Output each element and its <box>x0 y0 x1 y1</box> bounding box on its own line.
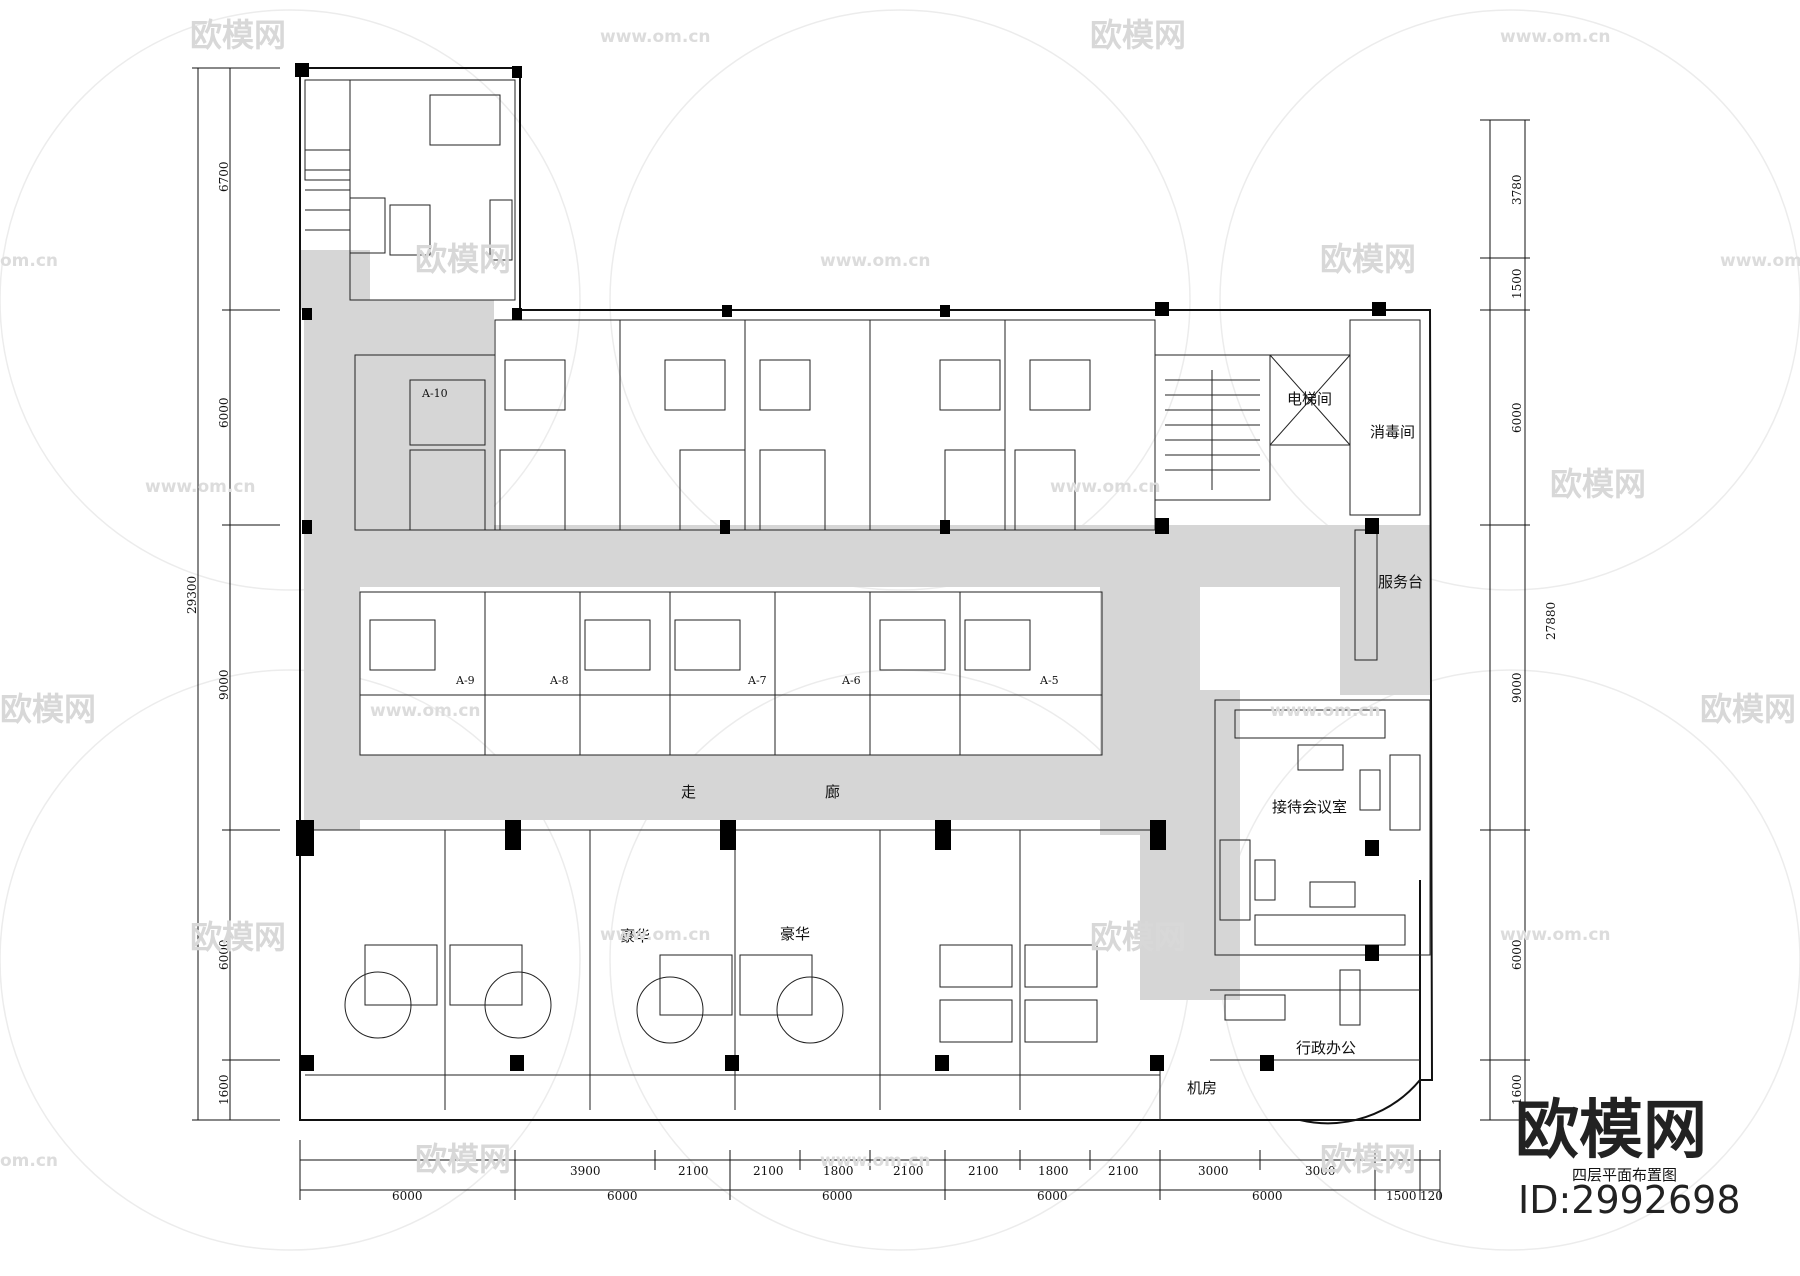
label-corridor-1: 走 <box>681 783 696 801</box>
label-admin-office: 行政办公 <box>1296 1039 1356 1057</box>
watermark-url: www.om.cn <box>370 701 481 721</box>
dim-bottom-outer: 6000 <box>822 1189 853 1203</box>
room-code: A-5 <box>1039 674 1059 687</box>
watermark-url: www.om.cn <box>600 925 711 945</box>
room-code: A-6 <box>841 674 861 687</box>
dim-bottom-inner: 2100 <box>678 1164 709 1178</box>
dim-bottom-inner: 2100 <box>753 1164 784 1178</box>
dim-bottom-inner: 2100 <box>1108 1164 1139 1178</box>
upper-wing <box>304 79 516 301</box>
dim-right-total: 27880 <box>1544 602 1558 640</box>
dim-bottom-outer: 6000 <box>1252 1189 1283 1203</box>
watermark-brand: 欧模网 <box>1320 1140 1416 1178</box>
watermark-url: www.om.cn <box>1270 701 1381 721</box>
right-dimensions: 3780 1500 6000 9000 6000 1600 27880 <box>1510 174 1558 1105</box>
watermark-brand: 欧模网 <box>1550 465 1646 503</box>
bottom-dimensions: 3900 2100 2100 1800 2100 2100 1800 2100 … <box>392 1164 1443 1203</box>
watermark-url: om.cn <box>0 1151 58 1171</box>
stairs-elevator <box>1154 319 1421 661</box>
branding: 欧模网 四层平面布置图 ID:2992698 <box>1515 1094 1741 1222</box>
watermark-brand: 欧模网 <box>415 240 511 278</box>
top-rooms <box>354 319 1156 531</box>
brand-logo: 欧模网 <box>1515 1094 1707 1168</box>
label-reception-meeting: 接待会议室 <box>1272 798 1347 816</box>
dim-bottom-inner: 2100 <box>893 1164 924 1178</box>
dim-right: 1500 <box>1510 268 1524 299</box>
structural-columns <box>295 63 1386 1071</box>
room-code: A-10 <box>421 387 448 400</box>
dim-bottom-inner: 3000 <box>1305 1164 1336 1178</box>
dim-bottom-inner: 1800 <box>1038 1164 1069 1178</box>
dimension-lines <box>192 67 1530 1200</box>
dim-bottom-outer: 1500 <box>1386 1189 1417 1203</box>
brand-id: ID:2992698 <box>1518 1178 1741 1222</box>
outer-walls <box>299 67 1434 1125</box>
dim-left: 6700 <box>217 161 231 192</box>
label-deluxe-2: 豪华 <box>780 925 810 943</box>
plan-title: 四层平面布置图 <box>1572 1166 1677 1184</box>
dim-bottom-outer: 6000 <box>1037 1189 1068 1203</box>
watermark-brand: 欧模网 <box>1320 240 1416 278</box>
dim-bottom-inner: 3000 <box>1198 1164 1229 1178</box>
label-machine-room: 机房 <box>1187 1079 1217 1097</box>
label-elevator: 电梯间 <box>1287 390 1332 408</box>
watermark-brand: 欧模网 <box>415 1140 511 1178</box>
watermark-brand: 欧模网 <box>1090 16 1186 54</box>
room-code: A-9 <box>455 674 475 687</box>
dim-right: 1600 <box>1510 1074 1524 1105</box>
dim-left: 6000 <box>217 397 231 428</box>
watermark-brand: 欧模网 <box>0 690 96 728</box>
dim-left: 9000 <box>217 669 231 700</box>
watermark-brand: 欧模网 <box>1700 690 1796 728</box>
dim-left: 6000 <box>217 939 231 970</box>
dim-bottom-outer: 120 <box>1420 1189 1443 1203</box>
dim-left-total: 29300 <box>185 576 199 614</box>
dim-bottom-outer: 6000 <box>607 1189 638 1203</box>
watermark-url: www.om.cn <box>145 477 256 497</box>
room-code: A-7 <box>747 674 767 687</box>
watermark-url: www.om.cn <box>820 1151 931 1171</box>
watermark-url: www.om.cn <box>1720 251 1800 271</box>
watermark-brand: 欧模网 <box>190 16 286 54</box>
label-deluxe-1: 豪华 <box>620 927 650 945</box>
left-dimensions: 6700 6000 9000 6000 1600 29300 <box>185 161 231 1105</box>
label-corridor-2: 廊 <box>825 783 840 801</box>
meeting-office <box>1159 699 1431 1120</box>
watermark-url: www.om.cn <box>600 27 711 47</box>
dim-right: 3780 <box>1510 174 1524 205</box>
dim-right: 6000 <box>1510 402 1524 433</box>
room-labels: 电梯间 消毒间 服务台 接待会议室 行政办公 机房 走 廊 豪华 豪华 <box>620 390 1423 1097</box>
corridor-fill <box>300 250 1430 1000</box>
middle-rooms <box>359 591 1103 756</box>
watermark-url: om.cn <box>0 251 58 271</box>
dim-bottom-inner: 1800 <box>823 1164 854 1178</box>
dim-bottom-inner: 2100 <box>968 1164 999 1178</box>
dim-right: 6000 <box>1510 939 1524 970</box>
watermark-url: www.om.cn <box>1500 925 1611 945</box>
watermark-circles <box>0 9 1800 1251</box>
watermark-brand: 欧模网 <box>190 918 286 956</box>
dim-right: 9000 <box>1510 672 1524 703</box>
watermark-url: www.om.cn <box>820 251 931 271</box>
room-code: A-8 <box>549 674 569 687</box>
label-disinfection: 消毒间 <box>1370 423 1415 441</box>
watermark-url: www.om.cn <box>1500 27 1611 47</box>
watermark-url: www.om.cn <box>1050 477 1161 497</box>
dim-bottom-inner: 3900 <box>570 1164 601 1178</box>
label-service-desk: 服务台 <box>1378 573 1423 591</box>
room-codes: A-10 A-9 A-8 A-7 A-6 A-5 <box>421 387 1059 687</box>
dim-left: 1600 <box>217 1074 231 1105</box>
watermark-brand: 欧模网 <box>1090 918 1186 956</box>
watermarks: 欧模网 欧模网 欧模网 欧模网 欧模网 欧模网 欧模网 欧模网 欧模网 欧模网 … <box>0 16 1800 1178</box>
dim-bottom-outer: 6000 <box>392 1189 423 1203</box>
